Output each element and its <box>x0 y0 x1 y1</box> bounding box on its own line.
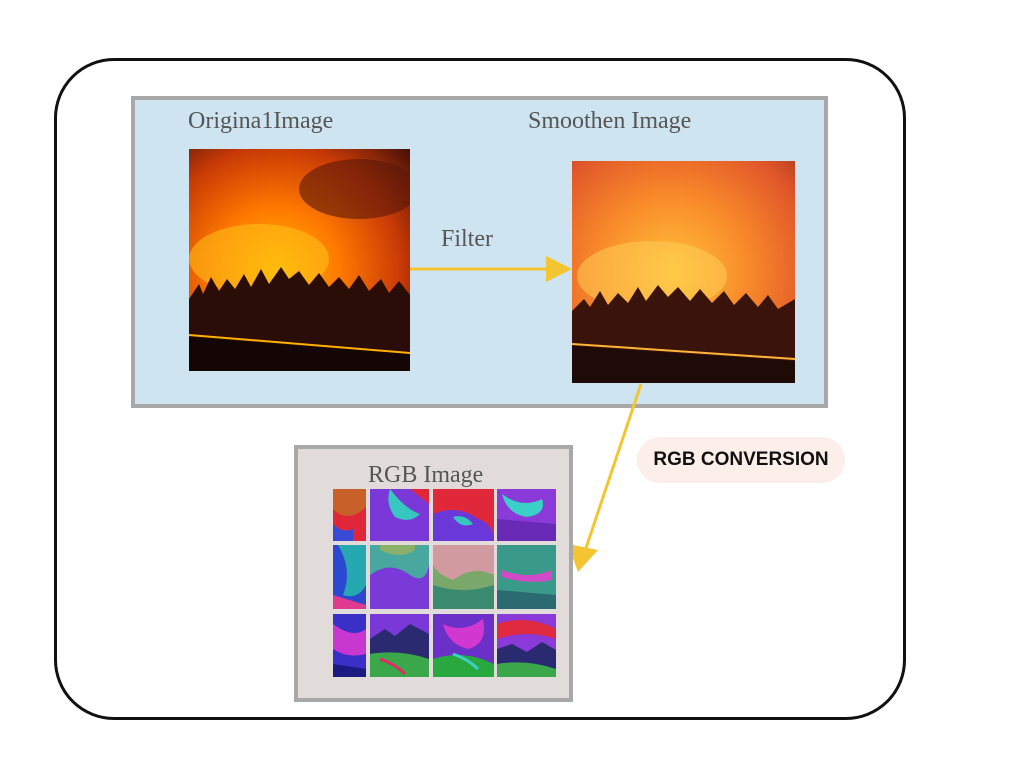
conversion-arrow-head <box>568 544 598 572</box>
rgb-tile <box>433 545 494 609</box>
rgb-tile <box>370 614 429 677</box>
original-fire-image <box>189 149 410 371</box>
rgb-tile <box>370 545 429 609</box>
rgb-tile <box>333 614 366 677</box>
filter-label: Filter <box>441 226 493 252</box>
rgb-tile <box>433 614 494 677</box>
rgb-image-label: RGB Image <box>368 462 484 488</box>
filter-arrow-head <box>546 256 572 282</box>
rgb-tile <box>497 545 556 609</box>
original-image-label: Origina1Image <box>188 108 334 134</box>
rgb-tile <box>333 545 366 609</box>
conversion-arrow-line <box>584 383 643 549</box>
rgb-tile <box>333 489 366 541</box>
rgb-tile <box>497 614 556 677</box>
rgb-conversion-badge: RGB CONVERSION <box>637 437 845 483</box>
rgb-tile <box>370 489 429 541</box>
rgb-tile <box>433 489 494 541</box>
rgb-tile <box>497 489 556 541</box>
smoothen-fire-image <box>572 161 795 383</box>
smoothen-image-label: Smoothen Image <box>528 108 692 134</box>
